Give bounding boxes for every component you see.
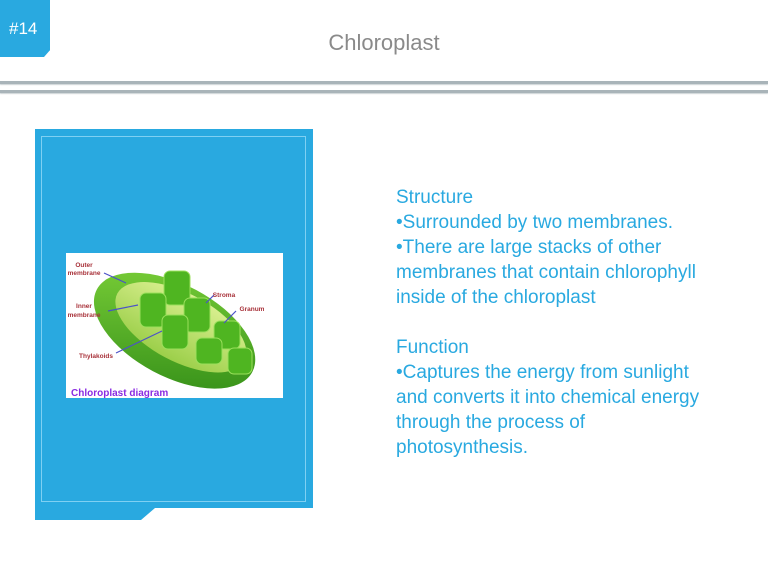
divider-top <box>0 81 768 84</box>
divider-bottom <box>0 90 768 93</box>
image-panel-border <box>41 136 306 502</box>
slide-number-badge: #14 <box>0 0 50 57</box>
slide-title: Chloroplast <box>328 30 440 55</box>
label-outer-membrane-2: membrane <box>68 270 101 277</box>
grana-stacks <box>139 270 253 375</box>
structure-line: inside of the chloroplast <box>396 287 596 308</box>
function-heading: Function <box>396 337 469 358</box>
structure-heading: Structure <box>396 187 474 208</box>
function-line: •Captures the energy from sunlight <box>396 362 689 383</box>
label-inner-membrane-1: Inner <box>76 303 92 310</box>
label-stroma: Stroma <box>213 292 236 299</box>
label-thylakoids: Thylakoids <box>79 353 113 360</box>
label-outer-membrane-1: Outer <box>75 262 93 269</box>
function-line: and converts it into chemical energy <box>396 387 700 408</box>
function-line: through the process of <box>396 412 586 433</box>
diagram-caption: Chloroplast diagram <box>71 388 168 398</box>
structure-line: membranes that contain chlorophyll <box>396 262 696 283</box>
label-inner-membrane-2: membrane <box>68 312 101 319</box>
structure-line: •Surrounded by two membranes. <box>396 212 674 233</box>
label-granum: Granum <box>240 306 265 313</box>
structure-line: •There are large stacks of other <box>396 237 662 258</box>
content-text: Structure •Surrounded by two membranes. … <box>396 185 756 460</box>
slide-number: #14 <box>9 19 38 38</box>
chloroplast-diagram: Outer membrane Inner membrane Stroma Gra… <box>66 253 283 399</box>
function-line: photosynthesis. <box>396 437 529 458</box>
